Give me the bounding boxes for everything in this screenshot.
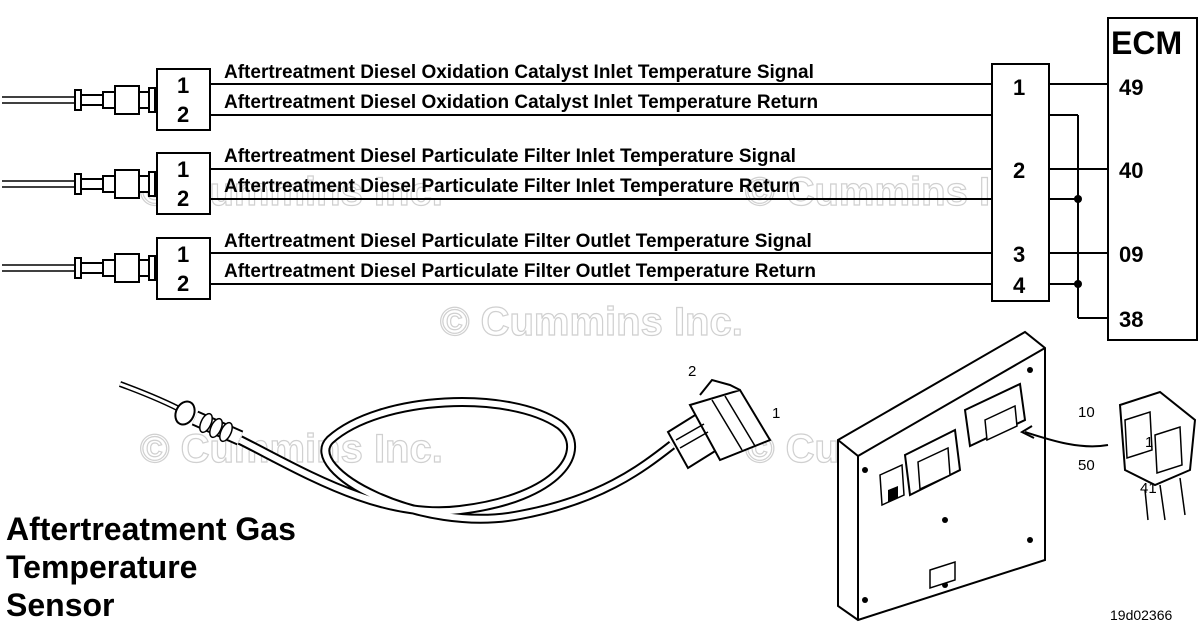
sensor-2-pin-2: 2 — [177, 186, 189, 211]
sensor-3-pin-2: 2 — [177, 271, 189, 296]
sensor-3: 1 2 — [2, 237, 211, 300]
ecm-box — [1107, 17, 1198, 341]
component-title-line-1: Aftertreatment Gas — [6, 511, 296, 547]
component-title-line-3: Sensor — [6, 587, 114, 623]
harness-pin-2: 2 — [1013, 158, 1025, 183]
ecm-port-icon — [879, 382, 1027, 507]
watermark-3: © Cummins Inc. — [440, 300, 743, 344]
ecm-title: ECM — [1111, 25, 1182, 61]
ecm-pin-49: 49 — [1119, 75, 1143, 100]
ecm-module-illustration — [837, 330, 1197, 622]
sensor-2-connector — [156, 152, 211, 215]
ecm-harness-wiring — [1049, 83, 1108, 319]
sensor-3-pin-1: 1 — [177, 242, 189, 267]
sensor-1: 1 2 — [2, 68, 211, 131]
harness-pin-4: 4 — [1013, 273, 1026, 298]
sensor-probe-icon — [2, 85, 156, 115]
ecm-callout-50: 50 — [1078, 457, 1095, 474]
component-title-line-2: Temperature — [6, 549, 197, 585]
sensor-1-pin-1: 1 — [177, 73, 189, 98]
ecm-pin-40: 40 — [1119, 158, 1143, 183]
sensor-probe-icon — [2, 253, 156, 283]
harness-connector — [991, 63, 1050, 302]
sensor-2: 1 2 — [2, 152, 211, 215]
figure-id: 19d02366 — [1110, 607, 1173, 623]
sensor-callout-2: 2 — [688, 363, 696, 380]
ecm-callout-41: 41 — [1140, 480, 1157, 497]
sensor-3-connector — [156, 237, 211, 300]
wire-dpf-outlet-signal-label: Aftertreatment Diesel Particulate Filter… — [224, 231, 812, 252]
wire-doc-inlet-signal-label: Aftertreatment Diesel Oxidation Catalyst… — [224, 62, 814, 83]
temperature-sensor-illustration — [118, 378, 772, 524]
ecm-callout-10: 10 — [1078, 404, 1095, 421]
harness-pin-1: 1 — [1013, 75, 1025, 100]
splice-dot — [1074, 195, 1082, 203]
wire-dpf-outlet-return-label: Aftertreatment Diesel Particulate Filter… — [224, 261, 816, 282]
wire-dpf-inlet-return-label: Aftertreatment Diesel Particulate Filter… — [224, 176, 800, 197]
harness-pin-3: 3 — [1013, 242, 1025, 267]
ecm-pin-38: 38 — [1119, 307, 1143, 332]
sensor-probe-icon — [2, 169, 156, 199]
ecm-pin-09: 09 — [1119, 242, 1143, 267]
wire-dpf-inlet-signal-label: Aftertreatment Diesel Particulate Filter… — [224, 146, 796, 167]
sensor-plug-icon — [666, 378, 772, 470]
ecm-harness-plug-icon — [1118, 390, 1197, 521]
sensor-callout-1: 1 — [772, 405, 780, 422]
sensor-1-pin-2: 2 — [177, 102, 189, 127]
splice-dot — [1074, 280, 1082, 288]
sensor-2-pin-1: 1 — [177, 157, 189, 182]
sensor-1-connector — [156, 68, 211, 131]
ecm-callout-1: 1 — [1145, 434, 1153, 451]
wire-doc-inlet-return-label: Aftertreatment Diesel Oxidation Catalyst… — [224, 92, 818, 113]
